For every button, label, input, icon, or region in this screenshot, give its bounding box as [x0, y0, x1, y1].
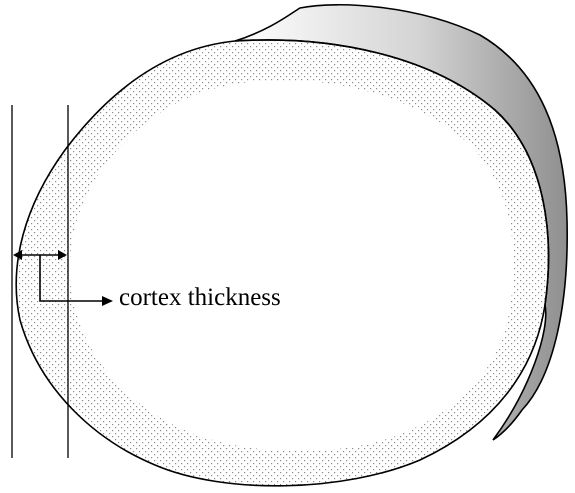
leader-arrow	[39, 255, 113, 306]
medullary-cavity	[69, 80, 514, 451]
cortex-thickness-label: cortex thickness	[119, 284, 281, 311]
outer-boundary	[15, 39, 550, 487]
